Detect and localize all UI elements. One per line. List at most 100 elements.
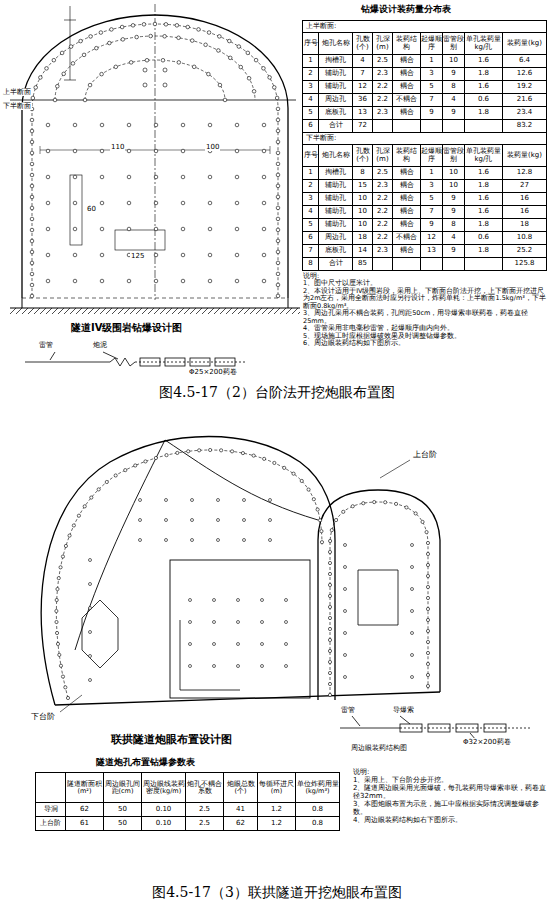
blast-hole xyxy=(218,83,222,87)
table-cell: 孔深(m) xyxy=(372,32,393,55)
table-cell: 序号 xyxy=(302,144,319,167)
table-cell: 10 xyxy=(442,54,465,68)
cell-text: 2.2 xyxy=(377,83,388,90)
cell-text: 炮孔不耦合系数 xyxy=(186,781,223,795)
table-cell: 0.6 xyxy=(464,231,503,245)
blast-hole xyxy=(262,201,266,205)
blast-hole xyxy=(344,588,347,591)
blast-hole xyxy=(95,46,99,50)
blast-hole xyxy=(204,43,208,47)
blast-hole xyxy=(426,574,429,577)
blast-hole xyxy=(239,65,243,69)
cell-text: 1.6 xyxy=(478,169,489,176)
cell-text: 合计 xyxy=(329,122,343,129)
blast-hole xyxy=(30,206,34,210)
cell-text: 2.5 xyxy=(199,806,210,813)
blast-hole xyxy=(30,239,34,243)
cell-text: 1 xyxy=(429,57,433,64)
table-cell: 1.8 xyxy=(464,67,503,81)
cell-text: 掏槽孔 xyxy=(325,169,346,176)
cell-text: 装药量(kg) xyxy=(507,152,542,159)
cell-text: 41 xyxy=(236,806,245,813)
blast-hole xyxy=(127,279,131,283)
cell-text: 1.6 xyxy=(478,57,489,64)
blast-hole xyxy=(285,599,288,602)
cell-text: 10 xyxy=(358,208,367,215)
table-cell: 5 xyxy=(302,106,319,120)
note: 4、雷管采用非电毫秒雷管，起爆顺序由内向外。 xyxy=(302,325,548,332)
label: Φ25×200药卷 xyxy=(188,368,238,376)
table-cell: 单位炸药用量(kg/m³) xyxy=(295,772,340,803)
table-cell: 辅助孔 xyxy=(318,67,353,81)
table-cell: 2.3 xyxy=(372,244,393,258)
blast-hole xyxy=(144,460,147,463)
blast-hole xyxy=(237,665,240,668)
blast-hole xyxy=(186,25,190,29)
cell-text: 辅助孔 xyxy=(325,70,346,77)
blast-hole xyxy=(207,72,211,76)
blast-hole xyxy=(328,616,331,619)
cell-text: 耦合 xyxy=(400,109,414,116)
table-cell: 起爆顺序 xyxy=(420,144,443,167)
blast-hole xyxy=(154,149,158,153)
blast-hole xyxy=(220,449,223,452)
table-cell: 辅助孔 xyxy=(318,218,353,232)
blast-hole xyxy=(154,253,158,257)
table-cell: 13 xyxy=(420,244,443,258)
blast-hole xyxy=(411,632,414,635)
blast-hole xyxy=(328,594,331,597)
table-cell: 50 xyxy=(103,816,142,831)
table-cell: 72 xyxy=(352,119,373,133)
cell-text: 耦合 xyxy=(400,247,414,254)
blast-hole xyxy=(73,123,77,127)
table-cell: 孔深(m) xyxy=(372,144,393,167)
blast-hole xyxy=(276,283,280,287)
table-cell: 18 xyxy=(352,231,373,245)
cell-text: 装药结构 xyxy=(393,148,420,163)
cell-text: 耦合 xyxy=(400,70,414,77)
blast-hole xyxy=(276,118,280,122)
cell-text: 装药结构 xyxy=(393,36,420,51)
cell-text: 12 xyxy=(358,83,367,90)
blast-hole xyxy=(99,31,103,35)
table-cell: 10 xyxy=(352,218,373,232)
table-cell: 耦合 xyxy=(392,244,421,258)
table-cell: 25.2 xyxy=(502,244,547,258)
blast-hole xyxy=(89,655,92,658)
blast-hole xyxy=(316,508,319,511)
blast-hole xyxy=(262,175,266,179)
table-cell: 2 xyxy=(302,67,319,81)
blast-hole xyxy=(46,175,50,179)
blast-hole xyxy=(30,195,34,199)
blast-hole xyxy=(272,86,276,90)
blast-hole xyxy=(373,500,376,503)
blast-hole xyxy=(426,552,429,555)
table-cell: 耦合 xyxy=(392,54,421,68)
cell-text: 炮孔名称 xyxy=(322,152,350,159)
blast-hole xyxy=(426,541,429,544)
blast-hole xyxy=(161,58,165,62)
table-cell: 18 xyxy=(502,218,547,232)
cell-text: 辅助孔 xyxy=(325,208,346,215)
blast-hole xyxy=(217,499,220,502)
table-cell: 1.6 xyxy=(464,205,503,219)
cell-text: 每循环进尺(m) xyxy=(258,781,295,795)
cell-text: 0.6 xyxy=(478,96,489,103)
table-cell: 61 xyxy=(65,816,104,831)
blast-hole xyxy=(55,598,58,601)
cell-text: 62 xyxy=(236,820,245,827)
blast-hole xyxy=(127,149,131,153)
cell-text: 雷管段别 xyxy=(443,36,464,51)
cell-text: 2.5 xyxy=(377,57,388,64)
blast-hole xyxy=(46,149,50,153)
blast-hole xyxy=(261,599,264,602)
blast-hole xyxy=(328,605,331,608)
table-cell: 装药量(kg) xyxy=(502,144,547,167)
blast-hole xyxy=(154,456,157,459)
blast-hole xyxy=(405,506,408,509)
cell-text: 61 xyxy=(80,820,89,827)
blast-hole xyxy=(82,53,86,57)
cell-text: 周边孔 xyxy=(325,234,346,241)
table-cell: 13 xyxy=(352,106,373,120)
figure-caption: 图4.5-17（3）联拱隧道开挖炮眼布置图 xyxy=(0,884,554,902)
